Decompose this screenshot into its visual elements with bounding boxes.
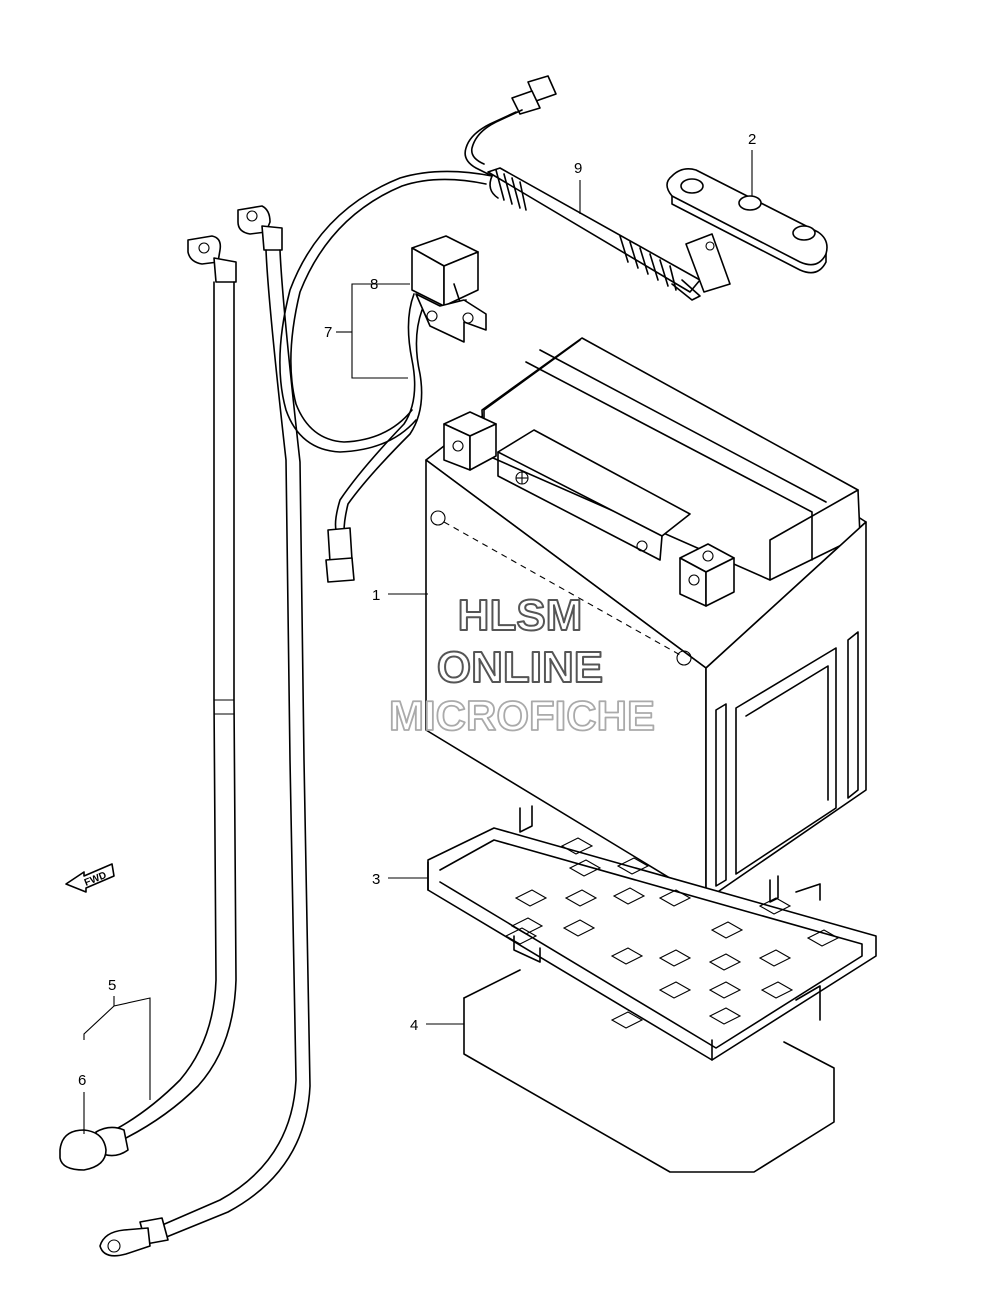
- callout-4: 4: [410, 1017, 464, 1034]
- battery-tray-part[interactable]: [427, 805, 877, 1061]
- fwd-label: FWD: [83, 870, 108, 889]
- callout-1: 1: [372, 587, 428, 604]
- watermark-line-1: HLSM: [458, 591, 583, 640]
- callout-7-label: 7: [324, 324, 332, 341]
- callout-3-label: 3: [372, 871, 380, 888]
- fwd-badge: FWD: [65, 863, 115, 893]
- callout-5-label: 5: [108, 977, 116, 994]
- callout-2: 2: [748, 131, 756, 196]
- callout-9-label: 9: [574, 160, 582, 177]
- battery-part[interactable]: [425, 337, 867, 901]
- terminal-strip-part[interactable]: [666, 168, 828, 274]
- callout-6-label: 6: [78, 1072, 86, 1089]
- watermark-line-3: MICROFICHE: [389, 692, 655, 739]
- watermark: HLSM ONLINE MICROFICHE: [388, 590, 656, 740]
- callout-5: 5: [83, 977, 151, 1100]
- thermo-sensor-part[interactable]: [279, 75, 731, 453]
- callout-9: 9: [574, 160, 582, 214]
- callout-4-label: 4: [410, 1017, 418, 1034]
- long-cable-part[interactable]: [59, 205, 311, 1257]
- battery-pad-part[interactable]: [463, 969, 835, 1173]
- callout-2-label: 2: [748, 131, 756, 148]
- fwd-arrow-icon: [65, 863, 115, 893]
- callout-3: 3: [372, 871, 428, 888]
- callout-7: 7: [324, 283, 408, 379]
- watermark-line-2: ONLINE: [437, 643, 603, 692]
- relay-part[interactable]: [325, 235, 487, 583]
- callout-1-label: 1: [372, 587, 380, 604]
- callout-6: 6: [78, 1072, 86, 1134]
